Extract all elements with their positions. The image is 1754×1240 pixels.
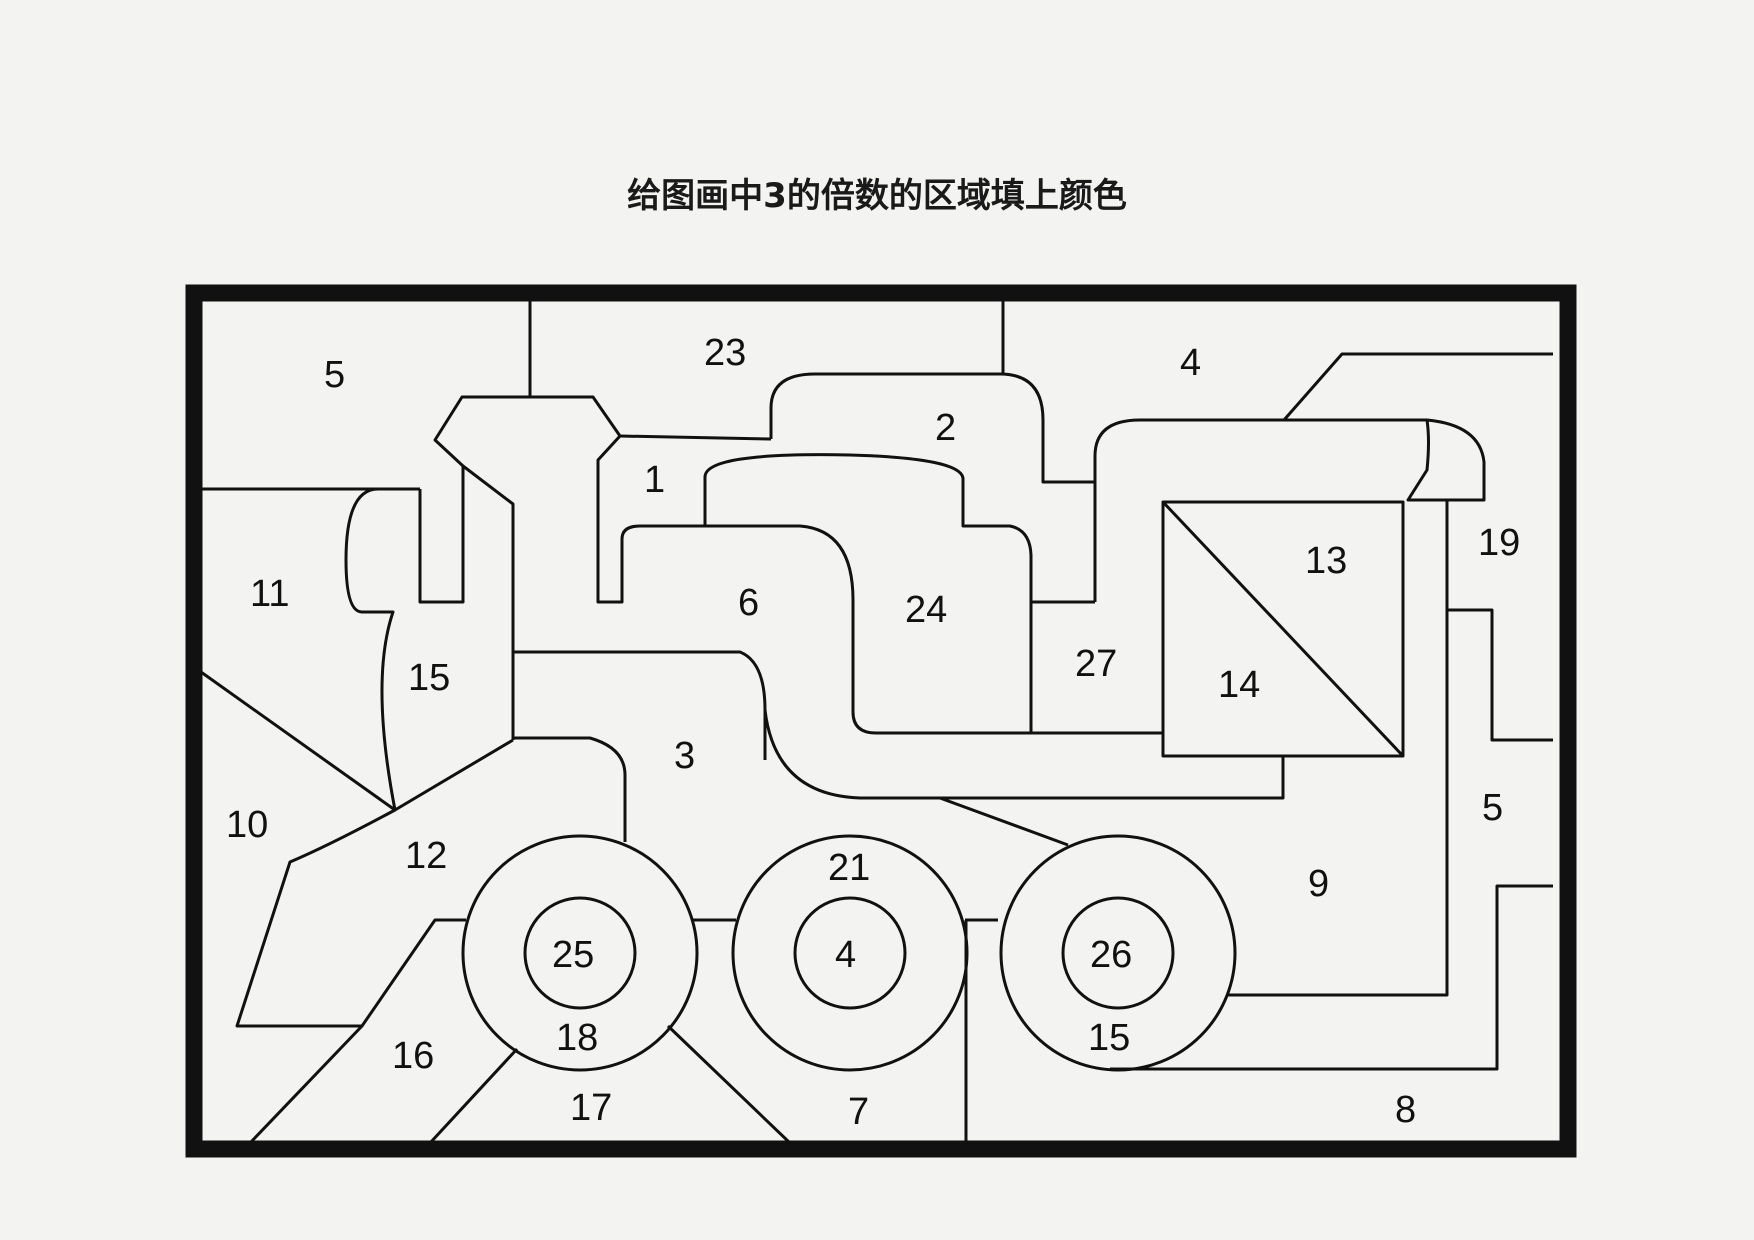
region-label: 23 xyxy=(704,332,746,374)
boiler-15 xyxy=(513,650,767,760)
region-label: 26 xyxy=(1090,934,1132,976)
region-label: 25 xyxy=(552,934,594,976)
boiler-3-right xyxy=(763,709,940,800)
region-label: 5 xyxy=(1482,787,1503,829)
wheel-2-inner xyxy=(793,896,907,1010)
wheel-2-outer xyxy=(731,834,969,1072)
chimney-stack xyxy=(462,464,515,740)
wheel-3-inner xyxy=(1061,896,1175,1010)
region-label: 13 xyxy=(1305,540,1347,582)
region-label: 10 xyxy=(226,804,268,846)
region-label: 27 xyxy=(1075,643,1117,685)
piston-12 xyxy=(513,736,627,842)
chimney-outline xyxy=(418,395,1163,735)
region-label: 9 xyxy=(1308,863,1329,905)
region-label: 3 xyxy=(674,735,695,777)
region-label: 4 xyxy=(835,934,856,976)
puzzle-frame xyxy=(185,284,1577,1158)
region-label: 7 xyxy=(848,1091,869,1133)
right-column-19 xyxy=(1445,500,1553,742)
cab-roof xyxy=(1093,418,1486,602)
dome-inner xyxy=(703,453,1033,733)
region-label: 11 xyxy=(250,573,289,615)
segment-17-right xyxy=(666,1024,792,1145)
segment-16 xyxy=(248,1024,364,1145)
region-label: 2 xyxy=(935,407,956,449)
chimney-cap-right xyxy=(619,434,772,441)
region-label: 17 xyxy=(570,1087,612,1129)
wheel-3-outer xyxy=(999,834,1237,1072)
region-label: 1 xyxy=(644,459,665,501)
region-label: 6 xyxy=(738,582,759,624)
cab-window-diagonal xyxy=(1161,500,1405,758)
wedge-10 xyxy=(200,670,396,812)
region-label: 15 xyxy=(408,657,450,699)
wheel-1-outer xyxy=(461,834,699,1072)
page-title: 给图画中3的倍数的区域填上颜色 xyxy=(627,176,1127,216)
smokebox-11 xyxy=(344,487,397,811)
region-label: 5 xyxy=(324,354,345,396)
region-label: 15 xyxy=(1088,1017,1130,1059)
region-label: 19 xyxy=(1478,522,1520,564)
cowcatcher xyxy=(235,738,514,1028)
segment-17-left xyxy=(428,1047,519,1145)
wheel-1-inner xyxy=(523,896,637,1010)
region-label: 14 xyxy=(1218,664,1260,706)
right-column-5 xyxy=(1227,610,1449,997)
cab-roof-line xyxy=(1282,352,1553,421)
right-column-8 xyxy=(1110,884,1553,1071)
region-label: 4 xyxy=(1180,342,1201,384)
region-label: 24 xyxy=(905,589,947,631)
region-label: 21 xyxy=(828,847,870,889)
region-label: 16 xyxy=(392,1035,434,1077)
region-label: 18 xyxy=(556,1017,598,1059)
dome-top xyxy=(769,372,1095,484)
region-label: 8 xyxy=(1395,1089,1416,1131)
cab-bottom xyxy=(938,756,1285,847)
region-label: 12 xyxy=(405,835,447,877)
